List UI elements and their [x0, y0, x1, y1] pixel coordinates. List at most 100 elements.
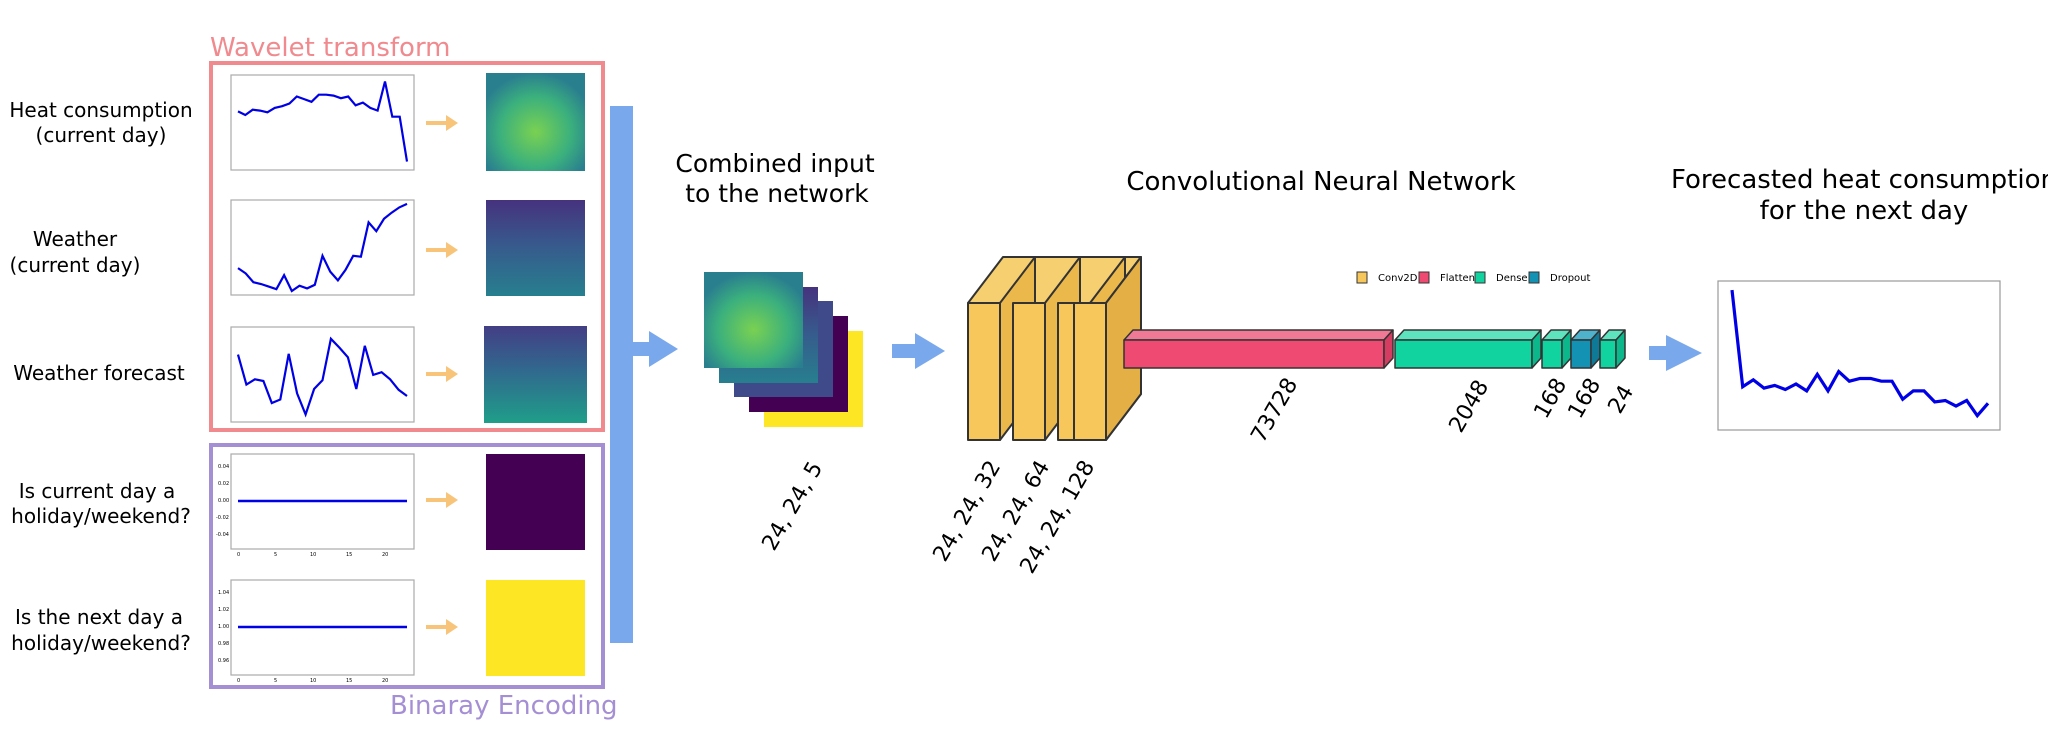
- tick-x: 5: [274, 678, 277, 684]
- tick-y: 0.02: [218, 481, 229, 487]
- tick-x: 15: [346, 678, 352, 684]
- legend-label-dense: Dense: [1496, 273, 1528, 284]
- arrow-right-icon: [426, 115, 458, 131]
- heat-series-line: [237, 81, 409, 162]
- plot-frame-weather: [230, 199, 415, 296]
- legend-swatch-dense: [1474, 271, 1486, 284]
- combined-title-1: Combined input: [675, 149, 874, 178]
- input-label-holiday-next: Is the next day a holiday/weekend?: [11, 605, 191, 655]
- flatten-top: [1123, 329, 1394, 341]
- legend-label-conv2d: Conv2D: [1378, 273, 1418, 284]
- forecast-title-2: for the next day: [1760, 196, 1969, 226]
- tick-x: 15: [346, 552, 352, 558]
- wavelet-image-forecast: [484, 326, 587, 423]
- input-label-holiday-next-1: Is the next day a: [15, 605, 183, 629]
- input-label-holiday-current: Is current day a holiday/weekend?: [11, 479, 191, 528]
- arrow-right-icon: [892, 333, 945, 369]
- legend-label-flatten: Flatten: [1440, 273, 1475, 284]
- dense-stack: [1123, 329, 1626, 369]
- dense-2048-top: [1394, 329, 1542, 341]
- tick-x: 10: [310, 678, 316, 684]
- tick-y: 0.04: [218, 464, 229, 470]
- binary-title: Binaray Encoding: [390, 691, 618, 721]
- arrow-right-icon: [426, 619, 458, 635]
- transform-arrows: [426, 115, 458, 635]
- input-label-forecast-1: Weather forecast: [13, 361, 185, 385]
- conv-blocks: [967, 256, 1142, 441]
- arrow-right-icon: [426, 366, 458, 382]
- tick-y: 1.04: [218, 590, 229, 596]
- tick-y: 0.96: [218, 658, 229, 664]
- tick-x: 5: [274, 552, 277, 558]
- dense-label-24: 24: [1604, 381, 1640, 418]
- legend-swatch-dropout: [1528, 271, 1540, 284]
- dense-2048-layer: [1394, 339, 1533, 369]
- conv-layer-4: [1073, 302, 1107, 441]
- combined-title-2: to the network: [685, 179, 869, 208]
- input-label-holiday-current-2: holiday/weekend?: [11, 504, 191, 528]
- layer-legend: Conv2D Flatten Dense Dropout: [1356, 271, 1591, 284]
- dense-168-layer: [1541, 339, 1563, 369]
- arrow-right-icon: [1649, 335, 1702, 371]
- flatten-layer: [1123, 339, 1385, 369]
- combined-input-stack: [704, 272, 863, 427]
- dense-label-73728: 73728: [1247, 374, 1304, 447]
- tick-y: 1.00: [218, 624, 229, 630]
- plot-frame-forecast: [230, 326, 415, 423]
- tick-x: 20: [382, 552, 388, 558]
- arrow-right-icon: [426, 242, 458, 258]
- cnn-title: Convolutional Neural Network: [1126, 167, 1515, 197]
- input-label-weather-2: (current day): [10, 253, 141, 277]
- dense-24-side: [1615, 329, 1626, 369]
- wavelet-image-heat: [486, 73, 585, 171]
- input-label-holiday-current-1: Is current day a: [19, 479, 176, 503]
- flatten-side: [1383, 329, 1394, 369]
- forecast-plot-frame: [1717, 280, 2001, 431]
- legend-item-conv2d: Conv2D: [1356, 271, 1418, 284]
- dense-2048-side: [1531, 329, 1542, 369]
- input-label-weather-1: Weather: [33, 227, 118, 251]
- wavelet-title: Wavelet transform: [210, 33, 451, 63]
- tick-y: -0.04: [216, 532, 229, 538]
- legend-swatch-flatten: [1418, 271, 1430, 284]
- input-label-heat: Heat consumption (current day): [9, 98, 192, 147]
- legend-item-flatten: Flatten: [1418, 271, 1475, 284]
- legend-item-dense: Dense: [1474, 271, 1528, 284]
- forecast-output-line: [1730, 289, 1990, 419]
- binary-image-holiday-next: [486, 580, 585, 676]
- holiday-current-plot: 0.04 0.02 0.00 -0.02 -0.04 0 5 10 15 20: [216, 464, 407, 558]
- legend-swatch-conv2d: [1356, 271, 1368, 284]
- legend-item-dropout: Dropout: [1528, 271, 1591, 284]
- conv-layer-1: [967, 302, 1001, 441]
- weather-series-line: [237, 202, 408, 293]
- arrow-right-icon: [426, 492, 458, 508]
- tick-y: 0.98: [218, 641, 229, 647]
- input-shape-label: 24, 24, 5: [758, 458, 829, 555]
- merge-bus: [610, 106, 633, 643]
- dense-label-168-b: 168: [1564, 374, 1607, 423]
- tick-y: -0.02: [216, 515, 229, 521]
- input-label-holiday-next-2: holiday/weekend?: [11, 631, 191, 655]
- forecast-input-series-line: [236, 336, 408, 418]
- dropout-layer: [1570, 339, 1592, 369]
- tick-y: 1.02: [218, 607, 229, 613]
- legend-label-dropout: Dropout: [1550, 273, 1591, 284]
- tick-x: 0: [237, 552, 240, 558]
- wavelet-group-box: [209, 61, 605, 432]
- conv-layer-2: [1012, 302, 1046, 441]
- input-label-weather: Weather (current day): [10, 227, 141, 277]
- holiday-next-plot: 1.04 1.02 1.00 0.98 0.96 0 5 10 15 20: [218, 590, 407, 684]
- dense-24-layer: [1599, 339, 1617, 369]
- tick-x: 20: [382, 678, 388, 684]
- binary-image-holiday-current: [486, 454, 585, 550]
- forecast-title-1: Forecasted heat consumption: [1671, 165, 2048, 195]
- dense-label-168-a: 168: [1530, 374, 1573, 423]
- tick-x: 10: [310, 552, 316, 558]
- channel-1: [704, 272, 803, 368]
- input-label-heat-1: Heat consumption: [9, 98, 192, 122]
- arrow-right-icon: [633, 331, 678, 367]
- input-label-forecast: Weather forecast: [13, 361, 185, 385]
- tick-y: 0.00: [218, 498, 229, 504]
- input-label-heat-2: (current day): [36, 123, 167, 147]
